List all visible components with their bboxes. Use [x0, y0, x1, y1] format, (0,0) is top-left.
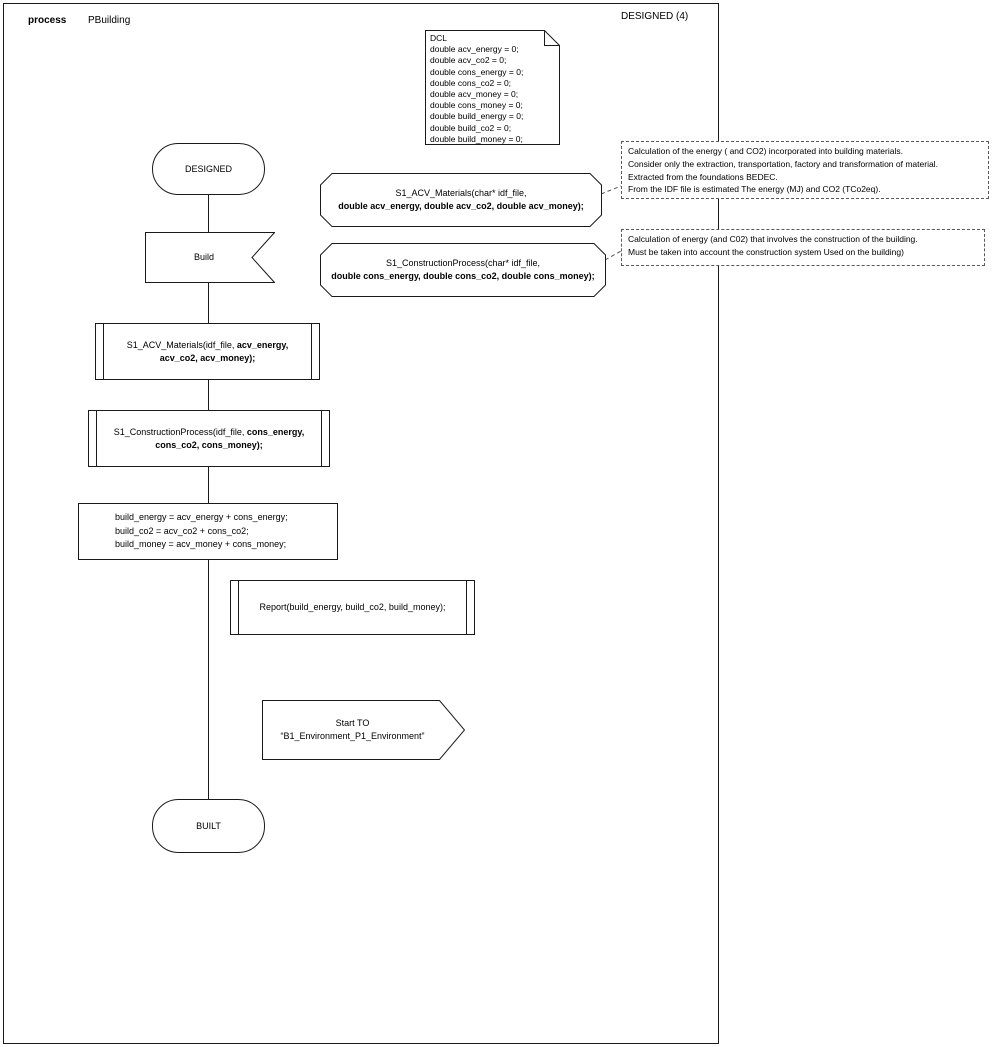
comment-acv-materials: Calculation of the energy ( and CO2) inc… [621, 141, 989, 199]
dcl-line: double build_money = 0; [430, 133, 523, 144]
call-line: S1_ConstructionProcess(idf_file, [113, 426, 247, 437]
declaration-line: S1_ConstructionProcess(char* idf_file, [385, 258, 541, 268]
dcl-line: double cons_co2 = 0; [430, 77, 512, 88]
dcl-line: double acv_money = 0; [430, 89, 519, 100]
procedure-declaration-acv-materials: S1_ACV_Materials(char* idf_file, double … [320, 173, 602, 227]
dcl-line: double acv_energy = 0; [430, 44, 519, 55]
call-line-bold: cons_energy, [246, 426, 305, 437]
declaration-line: double cons_energy, double cons_co2, dou… [331, 271, 595, 281]
state-built-label: BUILT [196, 820, 221, 831]
procedure-call-outline [230, 580, 475, 635]
declaration-line: S1_ACV_Materials(char* idf_file, [395, 188, 527, 198]
comment-line: Must be taken into account the construct… [628, 246, 904, 257]
dcl-line: double build_energy = 0; [430, 111, 524, 122]
assignment-line: build_co2 = acv_co2 + cons_co2; [115, 525, 249, 536]
call-line: S1_ACV_Materials(idf_file, [126, 339, 237, 350]
dcl-line: double cons_energy = 0; [430, 66, 524, 77]
task-assignment: build_energy = acv_energy + cons_energy;… [78, 503, 338, 560]
input-signal-label: Build [193, 252, 214, 262]
procedure-declaration-construction-process: S1_ConstructionProcess(char* idf_file, d… [320, 243, 606, 297]
comment-line: Consider only the extraction, transporta… [628, 158, 938, 169]
state-built: BUILT [152, 799, 265, 853]
page-label: DESIGNED (4) [621, 11, 689, 22]
dcl-text: DCL double acv_energy = 0; double acv_co… [425, 30, 560, 145]
declaration-line: double acv_energy, double acv_co2, doubl… [338, 201, 584, 211]
procedure-call-outline [88, 410, 330, 467]
process-frame [3, 3, 719, 1044]
procedure-call-construction-process: S1_ConstructionProcess(idf_file, cons_en… [88, 410, 330, 467]
report-call-label: Report(build_energy, build_co2, build_mo… [259, 602, 446, 612]
comment-line: Calculation of energy (and C02) that inv… [628, 234, 918, 244]
assignment-line: build_money = acv_money + cons_money; [115, 539, 287, 550]
dcl-line: double cons_money = 0; [430, 100, 523, 111]
comment-line: Extracted from the foundations BEDEC. [628, 171, 778, 182]
dcl-line: DCL [430, 33, 448, 43]
dcl-line: double build_co2 = 0; [430, 122, 512, 133]
process-name: PBuilding [88, 15, 131, 26]
procedure-call-report: Report(build_energy, build_co2, build_mo… [230, 580, 475, 635]
assignment-line: build_energy = acv_energy + cons_energy; [115, 512, 288, 523]
input-signal-build: Build [145, 232, 275, 283]
output-signal-line: Start TO [335, 718, 370, 728]
output-signal-start-to: Start TO “B1_Environment_P1_Environment” [262, 700, 465, 760]
output-signal-outline [262, 700, 465, 760]
dcl-text-symbol: DCL double acv_energy = 0; double acv_co… [425, 30, 560, 145]
comment-line: From the IDF file is estimated The energ… [628, 184, 881, 195]
declaration-outline [320, 243, 606, 297]
output-signal-line: “B1_Environment_P1_Environment” [280, 731, 425, 741]
call-line-bold: acv_co2, acv_money); [159, 352, 256, 363]
process-kind-label: process [28, 15, 67, 26]
state-designed-label: DESIGNED [184, 163, 232, 174]
procedure-call-acv-materials: S1_ACV_Materials(idf_file, acv_energy, a… [95, 323, 320, 380]
comment-line: Calculation of the energy ( and CO2) inc… [628, 146, 903, 156]
state-designed: DESIGNED [152, 143, 265, 195]
dcl-line: double acv_co2 = 0; [430, 55, 507, 66]
procedure-call-outline [95, 323, 320, 380]
comment-construction-process: Calculation of energy (and C02) that inv… [621, 229, 985, 266]
note-outline [425, 30, 560, 145]
call-line-bold: cons_co2, cons_money); [155, 439, 263, 450]
state-outline [152, 799, 265, 853]
state-outline [152, 143, 265, 195]
input-signal-outline [145, 232, 275, 283]
declaration-outline [320, 173, 602, 227]
call-line-bold: acv_energy, [236, 339, 289, 350]
